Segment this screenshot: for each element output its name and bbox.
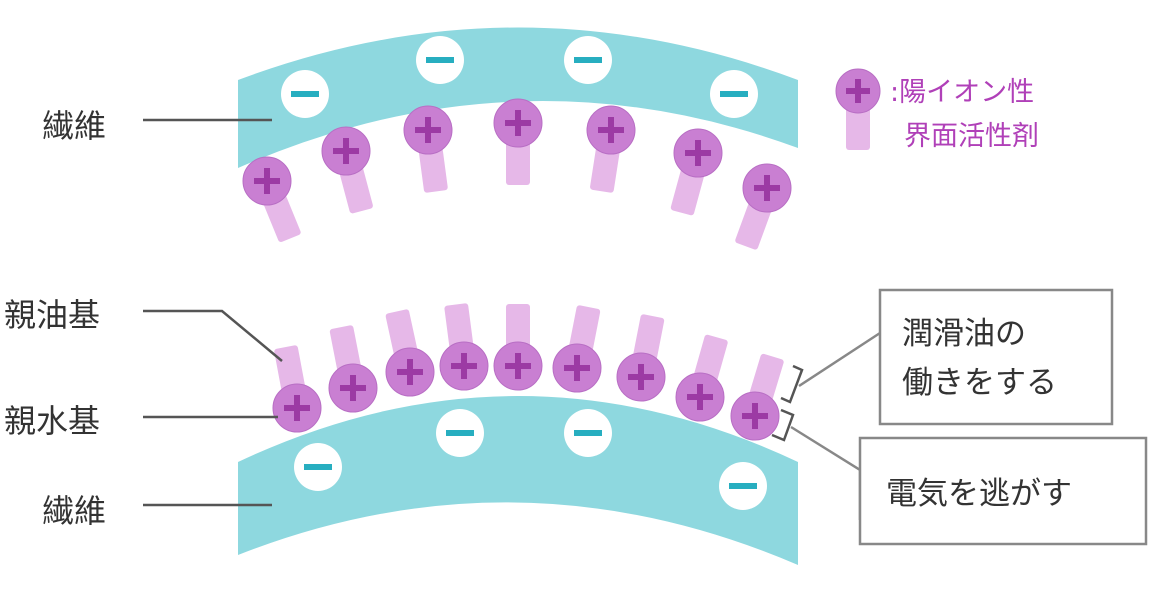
minus-icon	[729, 483, 757, 489]
negative-charge	[281, 70, 329, 118]
label-fiber-bottom: 繊維	[42, 492, 106, 530]
label-fiber-top: 繊維	[42, 107, 106, 145]
callout-static-pointer	[790, 425, 862, 520]
surfactant-molecule	[242, 156, 301, 243]
minus-icon	[446, 430, 474, 436]
minus-icon	[304, 464, 332, 470]
surfactants-bottom	[272, 303, 784, 441]
plus-icon	[505, 353, 531, 379]
callouts: 潤滑油の 働きをする 電気を逃がす	[771, 288, 1148, 546]
legend-tail	[846, 106, 870, 150]
left-labels: 繊維 親油基 親水基 繊維	[4, 107, 283, 530]
negative-charge	[294, 443, 342, 491]
surfactant-molecule	[403, 105, 453, 193]
negative-charge	[710, 70, 758, 118]
negative-charge	[416, 36, 464, 84]
surfactant-molecule	[552, 305, 602, 393]
label-lipophilic: 親油基	[4, 296, 100, 334]
plus-icon	[451, 353, 477, 379]
callout-static-text: 電気を逃がす	[886, 476, 1072, 512]
callout-static-box	[858, 436, 1148, 546]
plus-icon	[564, 355, 590, 381]
surfactant-molecule	[321, 126, 373, 214]
fiber-bottom-negative-charges	[294, 409, 767, 510]
surfactants-top	[242, 98, 792, 250]
plus-icon	[754, 175, 780, 201]
minus-icon	[574, 57, 602, 63]
fiber-top	[238, 27, 798, 168]
plus-icon	[415, 117, 441, 143]
negative-charge	[564, 409, 612, 457]
surfactant-molecule	[670, 128, 723, 216]
plus-icon	[254, 168, 280, 194]
negative-charge	[564, 36, 612, 84]
surfactant-molecule	[272, 345, 322, 433]
legend-line1: :陽イオン性	[890, 77, 1034, 108]
callout-lubricate-pointer	[798, 331, 881, 388]
bracket-tails	[780, 364, 804, 404]
surfactant-molecule	[616, 314, 666, 402]
plus-icon	[340, 375, 366, 401]
legend: :陽イオン性 界面活性剤	[835, 68, 1039, 152]
plus-icon	[284, 395, 310, 421]
legend-line2: 界面活性剤	[904, 121, 1039, 152]
surfactant-molecule	[730, 353, 784, 441]
negative-charge	[436, 409, 484, 457]
surfactant-molecule	[493, 98, 543, 185]
minus-icon	[291, 91, 319, 97]
surfactant-molecule	[675, 334, 728, 422]
plus-icon	[742, 403, 768, 429]
plus-icon	[505, 110, 531, 136]
minus-icon	[574, 430, 602, 436]
negative-charge	[719, 462, 767, 510]
label-hydrophilic: 親水基	[4, 402, 100, 440]
surfactant-molecule	[385, 309, 435, 397]
callout-lubricate-box	[878, 288, 1114, 426]
callout-lubricate-line1: 潤滑油の	[902, 316, 1026, 352]
plus-icon	[685, 140, 711, 166]
plus-icon	[397, 359, 423, 385]
plus-icon	[846, 79, 870, 103]
leader-lipophilic	[143, 309, 283, 362]
surfactant-molecule	[328, 325, 378, 413]
surfactant-molecule	[493, 304, 543, 391]
surfactant-molecule	[586, 105, 636, 193]
fiber-top-negative-charges	[281, 36, 758, 118]
surfactant-molecule	[735, 163, 792, 250]
callout-lubricate-line2: 働きをする	[902, 365, 1057, 401]
plus-icon	[598, 117, 624, 143]
plus-icon	[687, 384, 713, 410]
plus-icon	[333, 138, 359, 164]
fiber-bottom	[238, 396, 798, 565]
surfactant-molecule	[439, 303, 489, 391]
minus-icon	[426, 57, 454, 63]
minus-icon	[720, 91, 748, 97]
bracket-heads	[771, 408, 795, 442]
plus-icon	[628, 364, 654, 390]
